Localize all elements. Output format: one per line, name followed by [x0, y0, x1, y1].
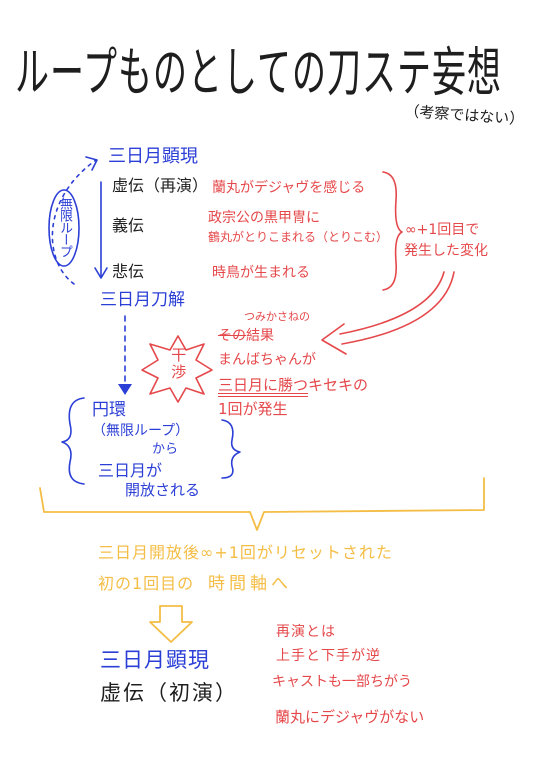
result-correction: つみかさねの — [244, 310, 310, 323]
dismantle-arrowhead — [118, 384, 132, 395]
reset-text: ∞+1回がリセットされた — [200, 543, 393, 562]
note-line: 再演とは — [276, 624, 336, 640]
note-line: キャストも一部ちがう — [272, 674, 412, 690]
result-word: 結果 — [246, 328, 274, 344]
stage-name: 義伝 — [112, 216, 145, 235]
loop-start: 三日月顕現 — [108, 146, 198, 167]
note-line: 蘭丸にデジャヴがない — [275, 708, 425, 726]
result-heading: その結果 — [218, 328, 274, 344]
stage-name: 虚伝（再演） — [112, 176, 209, 195]
stage-change: 鶴丸がとりこまれる（とりこむ） — [208, 230, 389, 244]
changes-note-line: ∞+1回目で — [405, 222, 480, 238]
page-title: ループものとしての刀ステ妄想 — [15, 42, 502, 105]
result-miracle-rest: キセキの — [308, 376, 369, 394]
release-line: 円環 — [92, 400, 126, 420]
result-struck-word: その — [218, 328, 246, 344]
result-miracle-emphasis: 三日月に勝つ — [218, 376, 309, 394]
reset-text: 三日月開放後 — [98, 543, 201, 562]
loop-down-arrowhead — [94, 267, 108, 279]
changes-note-line: 発生した変化 — [404, 243, 488, 259]
result-line: まんばちゃんが — [218, 352, 316, 368]
reset-bracket — [39, 477, 485, 531]
result-arrow-line-inner — [339, 271, 445, 335]
loop-label: 無限ループ — [56, 197, 72, 257]
release-line: 三日月が — [98, 461, 163, 480]
release-right-brace — [221, 419, 241, 479]
release-line: から — [152, 442, 179, 457]
stage-name: 悲伝 — [112, 262, 145, 281]
reset-text: 時間軸へ — [208, 574, 292, 594]
release-left-brace — [61, 397, 85, 485]
reset-text: 初の1回目の — [98, 574, 195, 593]
interference-label: 干渉 — [169, 347, 188, 381]
result-arrow-line-outer — [341, 271, 455, 345]
final-start: 三日月顕現 — [100, 648, 210, 672]
stage-change: 時鳥が生まれる — [212, 265, 310, 281]
release-line: 開放される — [125, 481, 201, 499]
loop-arc-arrowhead — [85, 156, 98, 171]
loop-end: 三日月刀解 — [100, 290, 185, 310]
final-stage: 虚伝（初演） — [100, 681, 238, 705]
note-line: 上手と下手が逆 — [276, 648, 381, 664]
reset-down-arrow — [149, 605, 193, 643]
stage-change: 政宗公の黒甲冑に — [208, 210, 320, 226]
stage-change: 蘭丸がデジャヴを感じる — [212, 180, 366, 196]
result-arrowhead — [321, 323, 347, 355]
result-miracle: 三日月に勝つキセキの — [218, 376, 369, 394]
release-line: （無限ループ） — [92, 423, 190, 439]
page-subtitle: （考察ではない） — [403, 102, 525, 129]
result-occurrence: 1回が発生 — [218, 400, 288, 418]
